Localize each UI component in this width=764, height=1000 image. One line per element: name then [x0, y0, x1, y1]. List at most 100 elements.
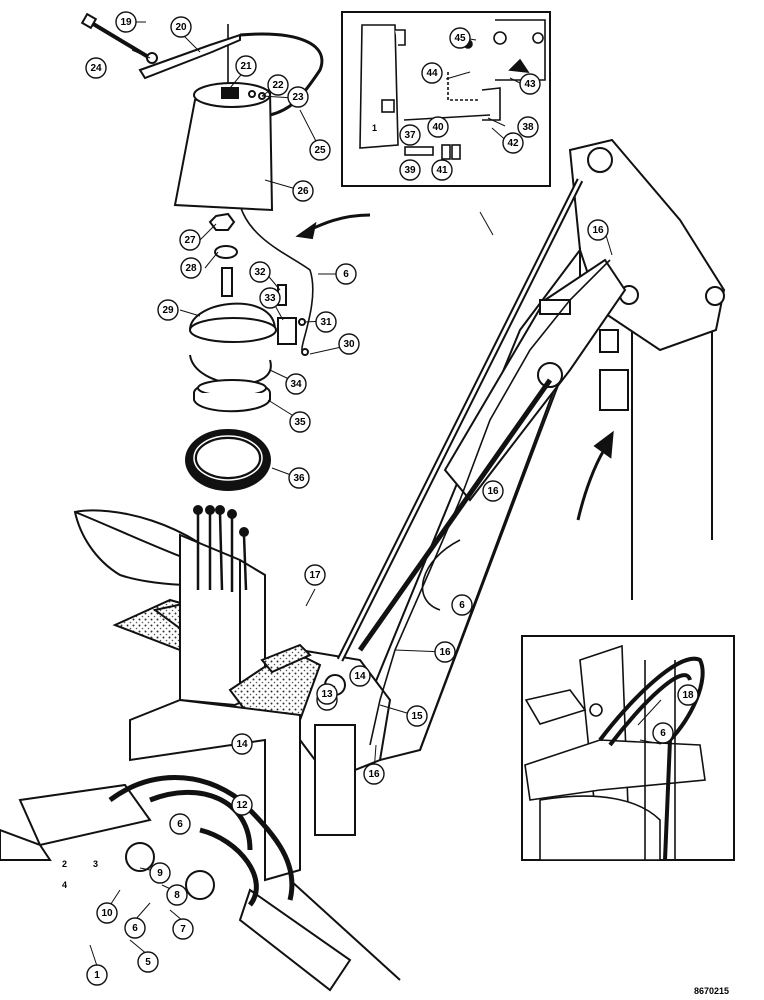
callout-number: 6 [660, 728, 666, 739]
callout-circle [157, 299, 179, 321]
callout-34: 34 [285, 373, 307, 395]
callout-number: 5 [145, 957, 151, 968]
callout-circle [231, 733, 253, 755]
callout-circle [137, 951, 159, 973]
callout-number: 39 [404, 165, 416, 176]
control-console [0, 505, 401, 992]
callout-labels: 1567891011121314141516161616171819202122… [85, 11, 699, 986]
callout-6: 6 [169, 813, 191, 835]
callout-6: 6 [124, 917, 146, 939]
label-1-inset: 1 [372, 123, 377, 133]
callout-number: 42 [507, 138, 519, 149]
callout-number: 35 [294, 417, 306, 428]
callout-30: 30 [338, 333, 360, 355]
callout-number: 14 [354, 671, 366, 682]
callout-number: 24 [90, 63, 102, 74]
callout-circle [338, 333, 360, 355]
callout-number: 40 [432, 122, 444, 133]
callout-circle [115, 11, 137, 33]
callout-19: 19 [115, 11, 137, 33]
figure-id: 8670215 [694, 986, 730, 996]
callout-number: 44 [426, 68, 438, 79]
callout-32: 32 [249, 261, 271, 283]
callout-number: 17 [309, 570, 321, 581]
callout-8: 8 [166, 884, 188, 906]
callout-number: 15 [411, 711, 423, 722]
callout-12: 12 [231, 794, 253, 816]
callout-circle [289, 411, 311, 433]
callout-number: 33 [264, 293, 276, 304]
callout-number: 45 [454, 33, 466, 44]
callout-circle [124, 917, 146, 939]
callout-number: 16 [368, 769, 380, 780]
callout-circle [231, 794, 253, 816]
callout-24: 24 [85, 57, 107, 79]
callout-27: 27 [179, 229, 201, 251]
callout-36: 36 [288, 467, 310, 489]
callout-31: 31 [315, 311, 337, 333]
callout-circle [292, 180, 314, 202]
callout-circle [179, 229, 201, 251]
callout-21: 21 [235, 55, 257, 77]
callout-number: 20 [175, 22, 187, 33]
callout-number: 38 [522, 122, 534, 133]
callout-14: 14 [349, 665, 371, 687]
callout-circle [482, 480, 504, 502]
callout-number: 6 [343, 269, 349, 280]
callout-number: 6 [459, 600, 465, 611]
callout-circle [406, 705, 428, 727]
callout-number: 43 [524, 79, 536, 90]
callout-number: 21 [240, 61, 252, 72]
callout-circle [259, 287, 281, 309]
callout-13: 13 [316, 683, 338, 705]
callout-29: 29 [157, 299, 179, 321]
callout-circle [421, 62, 443, 84]
callout-circle [180, 257, 202, 279]
callout-6: 6 [652, 722, 674, 744]
callout-43: 43 [519, 73, 541, 95]
callout-number: 16 [487, 486, 499, 497]
callout-circle [287, 86, 309, 108]
inset-detail-bottom [521, 635, 735, 861]
callout-23: 23 [287, 86, 309, 108]
callout-10: 10 [96, 902, 118, 924]
callout-circle [427, 116, 449, 138]
callout-15: 15 [406, 705, 428, 727]
callout-circle [451, 594, 473, 616]
callout-circle [677, 684, 699, 706]
callout-number: 6 [177, 819, 183, 830]
callout-circle [431, 159, 453, 181]
callout-circle [235, 55, 257, 77]
callout-circle [309, 139, 331, 161]
callout-17: 17 [304, 564, 326, 586]
callout-25: 25 [309, 139, 331, 161]
callout-circle [587, 219, 609, 241]
plain-labels: 2 3 4 1 [62, 123, 377, 890]
callout-42: 42 [502, 132, 524, 154]
callout-number: 19 [120, 17, 132, 28]
callout-number: 1 [94, 970, 100, 981]
callout-number: 6 [132, 923, 138, 934]
callout-number: 36 [293, 473, 305, 484]
callout-number: 37 [404, 130, 416, 141]
callout-number: 34 [290, 379, 302, 390]
callout-number: 28 [185, 263, 197, 274]
callout-16: 16 [482, 480, 504, 502]
callout-number: 29 [162, 305, 174, 316]
callout-9: 9 [149, 862, 171, 884]
wiring-harness [227, 24, 611, 746]
callout-number: 9 [157, 868, 163, 879]
callout-number: 31 [320, 317, 332, 328]
callout-18: 18 [677, 684, 699, 706]
callout-number: 32 [254, 267, 266, 278]
callout-number: 8 [174, 890, 180, 901]
callout-circle [169, 813, 191, 835]
callout-number: 10 [101, 908, 113, 919]
callout-circle [652, 722, 674, 744]
callout-35: 35 [289, 411, 311, 433]
callout-circle [517, 116, 539, 138]
callout-number: 41 [436, 165, 448, 176]
callout-circle [399, 124, 421, 146]
callout-number: 25 [314, 145, 326, 156]
